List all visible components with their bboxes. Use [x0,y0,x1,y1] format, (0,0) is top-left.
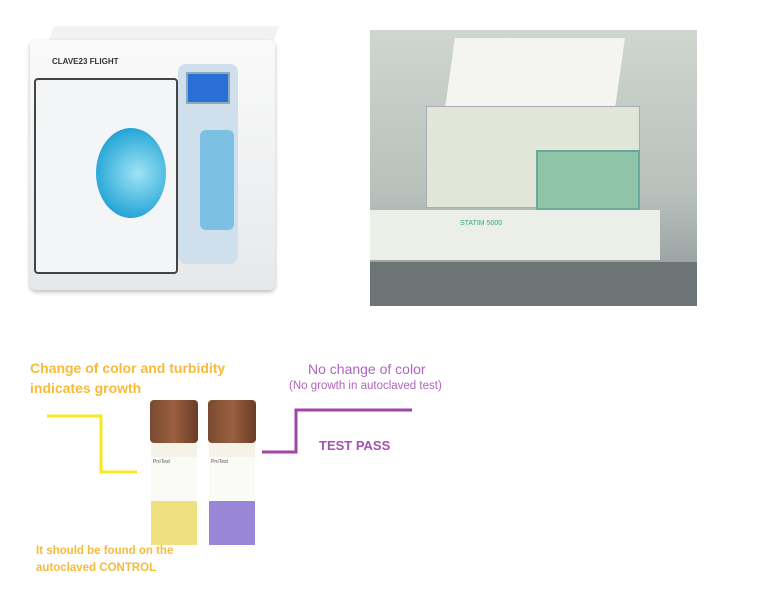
yellow-liquid [151,501,197,545]
vial-cap [208,400,256,443]
lcd-display [186,72,230,104]
vial-label: ProTest [209,457,255,501]
no-growth-note: (No growth in autoclaved test) [289,380,442,392]
vial-cap [150,400,198,443]
statim-photo: STATIM 5000 [370,30,697,306]
autoclave-window [96,128,166,218]
no-change-label: No change of color [308,361,426,377]
test-pass-label: TEST PASS [319,438,391,453]
test-vial: ProTest [208,400,256,545]
vial-label: ProTest [151,457,197,501]
drawers [370,262,697,306]
control-vial: ProTest [150,400,198,545]
keypad [200,130,234,230]
control-pointer-line [47,414,137,474]
purple-liquid [209,501,255,545]
growth-label: Change of color and turbidity indicates … [30,360,226,396]
counter [370,210,660,260]
cassette-tray [536,150,640,210]
statim-logo: STATIM 5000 [460,220,503,227]
control-note: It should be found on the autoclaved CON… [36,545,174,574]
test-pointer-line [262,408,412,454]
autoclave-logo: CLAVE23 FLIGHT [52,57,119,66]
